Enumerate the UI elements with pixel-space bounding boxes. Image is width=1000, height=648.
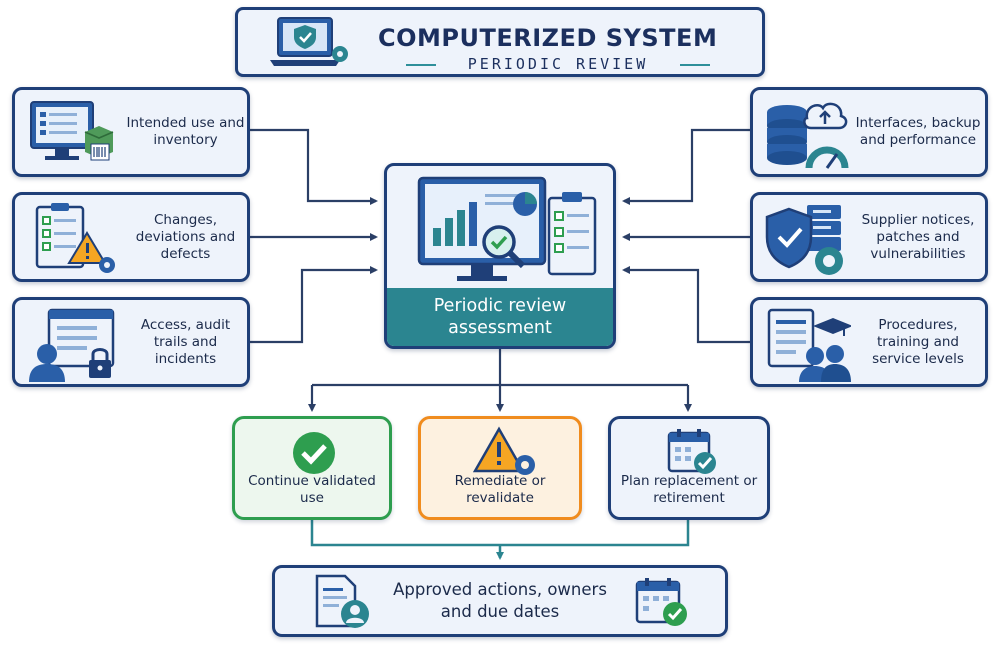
outcome-replacement: Plan replacement or retirement	[608, 416, 770, 520]
user-lock-icon	[29, 308, 115, 382]
calendar-check-icon-final	[635, 578, 687, 626]
input-label-changes: Changes, deviations and defects	[135, 211, 236, 262]
input-label-interfaces: Interfaces, backup and performance	[855, 115, 981, 148]
input-box-intended-use: Intended use and inventory	[12, 87, 250, 177]
input-label-supplier: Supplier notices, patches and vulnerabil…	[861, 211, 975, 262]
final-actions-box: Approved actions, owners and due dates	[272, 565, 728, 637]
shield-server-icon	[765, 205, 843, 275]
warning-gear-icon	[473, 426, 535, 475]
outcome-remediate: Remediate or revalidate	[418, 416, 582, 520]
outcome-label-continue: Continue validated use	[248, 473, 376, 506]
outcome-continue: Continue validated use	[232, 416, 392, 520]
laptop-shield-icon	[270, 17, 348, 66]
arrow-left-1	[250, 128, 378, 205]
title-sub: PERIODIC REVIEW	[467, 55, 649, 73]
arrow-right-1	[622, 128, 750, 205]
input-box-access: Access, audit trails and incidents	[12, 297, 250, 387]
title-main: COMPUTERIZED SYSTEM	[378, 24, 718, 52]
input-label-intended-use: Intended use and inventory	[126, 115, 245, 148]
document-user-icon	[315, 574, 369, 628]
monitor-inventory-icon	[30, 101, 114, 161]
dashboard-review-icon	[417, 176, 597, 281]
arrow-right-3	[622, 266, 750, 344]
database-cloud-icon	[767, 102, 849, 169]
outcome-label-replacement: Plan replacement or retirement	[620, 473, 758, 506]
document-training-icon	[767, 308, 851, 382]
checklist-warning-icon	[35, 203, 115, 273]
title-rule-right	[680, 64, 710, 66]
center-assessment-box: Periodic review assessment	[384, 163, 616, 349]
input-label-access: Access, audit trails and incidents	[140, 316, 231, 367]
check-circle-icon	[293, 432, 335, 474]
merge-line	[310, 520, 690, 547]
outcome-label-remediate: Remediate or revalidate	[454, 473, 546, 506]
input-box-interfaces: Interfaces, backup and performance	[750, 87, 988, 177]
input-label-procedures: Procedures, training and service levels	[872, 316, 964, 367]
final-actions-label: Approved actions, owners and due dates	[393, 580, 607, 621]
center-assessment-label: Periodic review assessment	[387, 288, 613, 346]
calendar-check-icon	[667, 429, 716, 474]
title-banner: COMPUTERIZED SYSTEM PERIODIC REVIEW	[235, 7, 765, 77]
input-box-changes: Changes, deviations and defects	[12, 192, 250, 282]
input-box-procedures: Procedures, training and service levels	[750, 297, 988, 387]
title-rule-left	[406, 64, 436, 66]
input-box-supplier: Supplier notices, patches and vulnerabil…	[750, 192, 988, 282]
arrow-left-3	[250, 266, 378, 344]
